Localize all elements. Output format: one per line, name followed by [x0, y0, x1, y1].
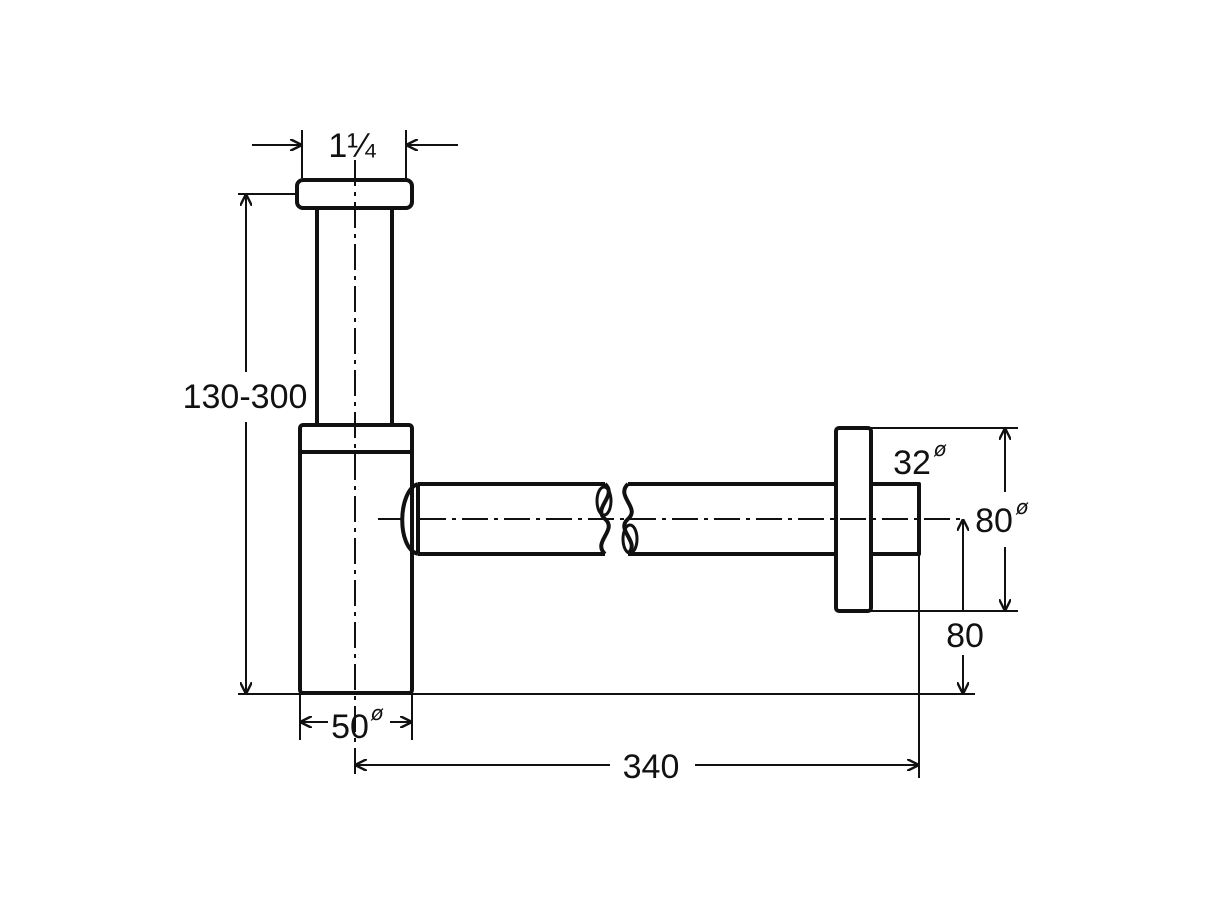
height-range-label: 130-300 [183, 378, 308, 416]
wall-stub [869, 482, 921, 556]
body-diameter-symbol: ø [370, 701, 384, 725]
wall-flange-diameter-symbol: ø [1015, 495, 1029, 519]
pipe-break-left-oval [595, 485, 613, 517]
body-diameter-label: 50 [331, 708, 369, 746]
thread-size-label: 1¼ [328, 127, 376, 165]
outlet-pipe-diameter-symbol: ø [933, 437, 947, 461]
horizontal-length-label: 340 [623, 748, 680, 786]
outlet-height-label: 80 [946, 617, 984, 655]
outlet-pipe-diameter-label: 32 [893, 444, 931, 482]
pipe-break-right [622, 482, 634, 556]
wall-flange-diameter-label: 80 [975, 502, 1013, 540]
